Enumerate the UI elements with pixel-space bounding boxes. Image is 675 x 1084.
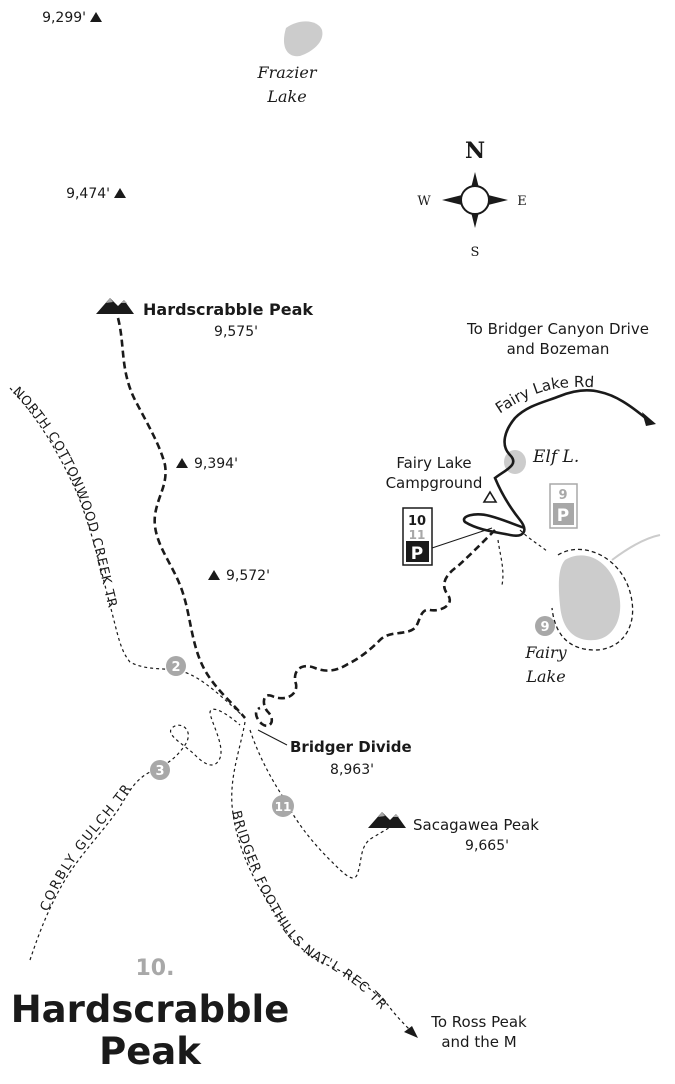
campground-label-2: Campground	[386, 474, 483, 492]
trail-marker-9: 9	[540, 620, 549, 635]
to-ross-label-1: To Ross Peak	[430, 1013, 527, 1031]
compass-n: N	[465, 138, 485, 164]
sacagawea-peak-label: Sacagawea Peak	[413, 816, 539, 834]
trail-to-fairy-lake	[519, 529, 549, 553]
parking-sign-alt	[549, 483, 578, 529]
parking-leader	[431, 527, 493, 549]
summit-icon-9299	[90, 12, 102, 22]
parking-main-number-10: 10	[408, 514, 426, 529]
north-cottonwood-label: NORTH COTTONWOOD CREEK TR	[9, 384, 120, 610]
parking-alt-p: P	[557, 506, 569, 526]
trail-corbly-gulch	[29, 708, 241, 961]
road-arrow	[642, 412, 656, 426]
summit-icon-9394	[176, 458, 188, 468]
summit-icon-9572	[208, 570, 220, 580]
elevation-9299: 9,299'	[42, 10, 86, 26]
summit-icon-9474	[114, 188, 126, 198]
fairy-lake-shape	[558, 555, 621, 641]
ross-arrow	[404, 1026, 418, 1038]
trail-bridger-foothills	[231, 721, 413, 1033]
corbly-gulch-label: CORBLY GULCH TR	[38, 780, 136, 913]
fairy-lake-shore-trail	[551, 548, 634, 651]
trail-marker-2-circle	[166, 656, 186, 676]
title-line2: Peak	[99, 1030, 202, 1073]
trail-10-main	[254, 529, 496, 728]
fairy-lake-road	[462, 389, 649, 537]
compass-rose-icon	[442, 172, 508, 228]
trail-marker-3: 3	[155, 764, 164, 779]
parking-sign-main	[402, 507, 433, 566]
to-ross-label-2: and the M	[441, 1033, 516, 1051]
sacagawea-peak-elevation: 9,665'	[465, 838, 509, 854]
parking-main-number-11: 11	[409, 528, 426, 542]
to-bozeman-label-2: and Bozeman	[507, 340, 610, 358]
fairy-lake-rd-label: Fairy Lake Rd	[492, 373, 594, 417]
mountain-icon-sacagawea	[368, 812, 406, 828]
bridger-divide-label: Bridger Divide	[290, 738, 412, 756]
trail-marker-11: 11	[275, 800, 292, 814]
mountain-icon-hardscrabble	[96, 298, 134, 314]
campground-icon	[482, 490, 498, 503]
campground-label-1: Fairy Lake	[396, 454, 471, 472]
trail-marker-11-circle	[272, 795, 294, 817]
compass-e: E	[517, 194, 527, 209]
compass-s: S	[471, 245, 480, 260]
parking-alt-number-9: 9	[558, 488, 567, 503]
bridger-divide-elevation: 8,963'	[330, 762, 374, 778]
fairy-lake-label-1: Fairy	[524, 643, 567, 662]
fairy-lake-inlet	[611, 534, 661, 561]
elevation-9394: 9,394'	[194, 456, 238, 472]
to-bozeman-label-1: To Bridger Canyon Drive	[466, 320, 649, 338]
trail-spur	[497, 539, 504, 586]
compass-w: W	[417, 194, 431, 209]
elf-lake-label: Elf L.	[532, 447, 579, 467]
trail-marker-2: 2	[171, 660, 180, 675]
bridger-foothills-label: BRIDGER FOOTHILLS NAT'L REC TR	[228, 809, 390, 1013]
title-number: 10.	[136, 956, 175, 981]
trail-marker-3-circle	[150, 760, 170, 780]
title-line1: Hardscrabble	[11, 988, 290, 1031]
frazier-lake	[283, 21, 323, 57]
trail-marker-9-circle	[535, 616, 555, 636]
frazier-lake-label-2: Lake	[266, 87, 306, 106]
parking-main-p: P	[411, 544, 423, 564]
fairy-lake-label-2: Lake	[525, 667, 565, 686]
frazier-lake-label-1: Frazier	[257, 63, 318, 82]
elevation-9474: 9,474'	[66, 186, 110, 202]
hardscrabble-peak-label: Hardscrabble Peak	[143, 300, 313, 319]
hardscrabble-peak-elevation: 9,575'	[214, 324, 258, 340]
divide-leader	[257, 729, 288, 746]
elevation-9572: 9,572'	[226, 568, 270, 584]
